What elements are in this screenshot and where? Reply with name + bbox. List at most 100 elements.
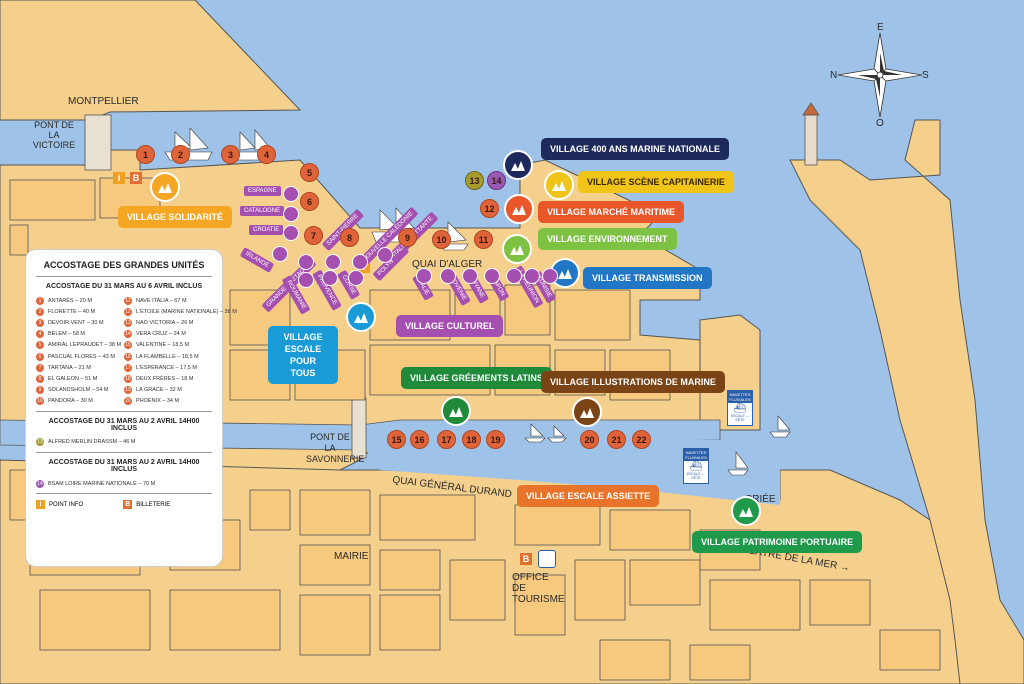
tent-icon (484, 268, 500, 284)
village-label-8[interactable]: VILLAGE GRÉEMENTS LATINS (401, 367, 552, 389)
navette-fluviale-sign[interactable]: NAVETTES FLUVIALES ⛴ ESCALE ↔ SÈTE (727, 390, 753, 426)
berth-marker[interactable]: 2 (171, 145, 190, 164)
info-icon: i (36, 500, 45, 510)
village-label-5[interactable]: VILLAGE SOLIDARITÉ (118, 206, 233, 228)
village-tent-icon[interactable] (150, 172, 180, 202)
berth-marker[interactable]: 14 (487, 171, 506, 190)
compass-s: S (922, 70, 929, 81)
berth-marker[interactable]: 6 (300, 192, 319, 211)
berth-marker[interactable]: 22 (632, 430, 651, 449)
village-label-0[interactable]: VILLAGE 400 ANS MARINE NATIONALE (541, 138, 730, 160)
berth-marker[interactable]: 7 (304, 226, 323, 245)
village-tent-icon[interactable] (544, 170, 574, 200)
compass-n: N (830, 70, 838, 81)
point-info-icon[interactable]: i (113, 172, 125, 184)
village-tent-icon[interactable] (504, 194, 534, 224)
village-tent-icon[interactable] (550, 258, 580, 288)
village-tent-icon[interactable] (572, 397, 602, 427)
village-label-11[interactable]: VILLAGE PATRIMOINE PORTUAIRE (692, 531, 863, 553)
tent-icon (506, 268, 522, 284)
berth-marker[interactable]: 21 (607, 430, 626, 449)
berth-marker[interactable]: 19 (486, 430, 505, 449)
country-tag[interactable]: CATALOGNE (240, 206, 285, 216)
legend-section-2: ACCOSTAGE DU 31 MARS AU 2 AVRIL 14H00 IN… (48, 417, 200, 432)
label-criee: CRIÉE (745, 494, 776, 505)
legend-title: ACCOSTAGE DES GRANDES UNITÉS (43, 260, 205, 270)
tent-icon (283, 186, 299, 202)
village-label-9[interactable]: VILLAGE ILLUSTRATIONS DE MARINE (541, 371, 725, 393)
village-label-6[interactable]: VILLAGE ESCALE POUR TOUS (268, 326, 338, 384)
tourism-logo-icon (538, 550, 556, 568)
berth-marker[interactable]: 4 (257, 145, 276, 164)
berth-marker[interactable]: 5 (300, 163, 319, 182)
village-label-2[interactable]: VILLAGE MARCHÉ MARITIME (538, 201, 684, 223)
berth-marker[interactable]: 8 (340, 228, 359, 247)
berth-marker[interactable]: 15 (387, 430, 406, 449)
berth-marker[interactable]: 12 (480, 199, 499, 218)
village-tent-icon[interactable] (502, 234, 532, 264)
tent-icon (462, 268, 478, 284)
tent-icon (440, 268, 456, 284)
village-tent-icon[interactable] (503, 150, 533, 180)
berth-marker[interactable]: 11 (474, 230, 493, 249)
country-tag[interactable]: ESPAGNE (244, 186, 281, 196)
berth-marker[interactable]: 16 (410, 430, 429, 449)
tent-icon (524, 268, 540, 284)
tent-icon (298, 272, 314, 288)
village-label-3[interactable]: VILLAGE ENVIRONNEMENT (538, 228, 677, 250)
village-tent-icon[interactable] (441, 396, 471, 426)
berth-marker[interactable]: 3 (221, 145, 240, 164)
tent-icon (283, 225, 299, 241)
berth-marker[interactable]: 20 (580, 430, 599, 449)
tent-icon (416, 268, 432, 284)
compass-rose (837, 32, 923, 118)
village-label-7[interactable]: VILLAGE CULTUREL (396, 315, 504, 337)
legend-section-1: ACCOSTAGE DU 31 MARS AU 6 AVRIL INCLUS (45, 283, 203, 290)
boat-icon: ⛴ (733, 403, 747, 414)
label-mairie: MAIRIE (334, 551, 369, 562)
label-montpellier: MONTPELLIER (68, 96, 139, 107)
billetterie-icon[interactable]: B (130, 172, 142, 184)
tent-icon (352, 254, 368, 270)
village-label-4[interactable]: VILLAGE TRANSMISSION (583, 267, 712, 289)
village-tent-icon[interactable] (346, 302, 376, 332)
berth-marker[interactable]: 1 (136, 145, 155, 164)
berth-marker[interactable]: 10 (432, 230, 451, 249)
billetterie-icon[interactable]: B (520, 553, 532, 565)
country-tag[interactable]: CROATIE (249, 225, 284, 235)
berth-marker[interactable]: 9 (398, 228, 417, 247)
berth-marker[interactable]: 18 (462, 430, 481, 449)
village-label-10[interactable]: VILLAGE ESCALE ASSIETTE (517, 485, 660, 507)
berth-marker[interactable]: 13 (465, 171, 484, 190)
village-label-1[interactable]: VILLAGE SCÈNE CAPITAINERIE (578, 171, 734, 193)
tent-icon (377, 247, 393, 263)
label-pont-victoire: PONT DE LA VICTOIRE (32, 120, 76, 150)
navette-fluviale-sign[interactable]: NAVETTES FLUVIALES ⛴ ESCALE ↔ SÈTE (683, 448, 709, 484)
label-quai-alger: QUAI D'ALGER (412, 259, 483, 270)
village-tent-icon[interactable] (731, 496, 761, 526)
legend-section-3: ACCOSTAGE DU 31 MARS AU 2 AVRIL 14H00 IN… (48, 459, 200, 474)
berth-marker[interactable]: 17 (437, 430, 456, 449)
